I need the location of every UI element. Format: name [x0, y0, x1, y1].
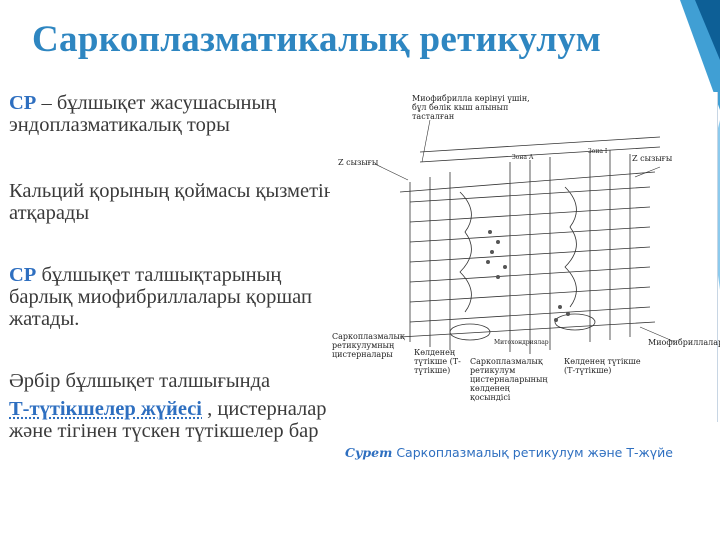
- label-t-tubule-right: Көлденең түтікше (Т-түтікше): [564, 357, 641, 375]
- figure-caption: Сурет Саркоплазмалық ретикулум және Т-жү…: [345, 444, 695, 461]
- caption-text: Саркоплазмалық ретикулум және Т-жүйе: [392, 445, 673, 460]
- slide-body: СР – бұлшықет жасушасының эндоплазматика…: [9, 92, 339, 442]
- slide-title: Саркоплазматикалық ретикулум: [32, 19, 602, 60]
- label-zone-a: Зона А: [512, 154, 534, 161]
- diagram-background: [330, 92, 718, 422]
- sr-abbrev-2: СР: [9, 264, 37, 286]
- label-top-note: Миофибрилла көрінуі үшін, бұл бөлік кыш …: [412, 94, 530, 121]
- label-z-line-left: Z сызығы: [338, 158, 379, 167]
- t-system-term: Т-түтікшелер жүйесі: [9, 398, 202, 420]
- paragraph-sr-definition: СР – бұлшықет жасушасының эндоплазматика…: [9, 92, 339, 136]
- paragraph-t-system: Т-түтікшелер жүйесі , цистерналар және т…: [9, 398, 339, 442]
- t-system-text: , цистерналар және тігінен түскен түтікш…: [9, 398, 327, 442]
- label-sr-junction: Саркоплазмалық ретикулум цистерналарының…: [470, 357, 548, 402]
- label-sr-cisterns: Саркоплазмалық ретикулумның цистерналары: [332, 332, 405, 359]
- paragraph-calcium: Кальций қорының қоймасы қызметін атқарад…: [9, 180, 335, 224]
- paragraph-each-fiber: Әрбір бұлшықет талшығында: [9, 370, 271, 392]
- label-t-tubule-left: Көлденең түтікше (Т-түтікше): [414, 348, 461, 375]
- paragraph-sr-surrounds: СР бұлшықет талшықтарының барлық миофибр…: [9, 264, 339, 330]
- label-z-line-right: Z сызығы: [632, 154, 673, 163]
- sr-abbrev: СР: [9, 92, 37, 114]
- diagram-drawing: [374, 119, 676, 354]
- sr-diagram: Миофибрилла көрінуі үшін, бұл бөлік кыш …: [330, 92, 720, 422]
- caption-prefix: Сурет: [345, 445, 393, 460]
- label-zone-i: Зона I: [588, 148, 608, 155]
- label-myofibrils: Миофибриллалар: [648, 338, 720, 347]
- sr-definition-text: – бұлшықет жасушасының эндоплазматикалық…: [9, 92, 277, 136]
- label-mitochondria: Митохондриялар: [494, 339, 549, 346]
- sr-surrounds-text: бұлшықет талшықтарының барлық миофибрилл…: [9, 264, 312, 330]
